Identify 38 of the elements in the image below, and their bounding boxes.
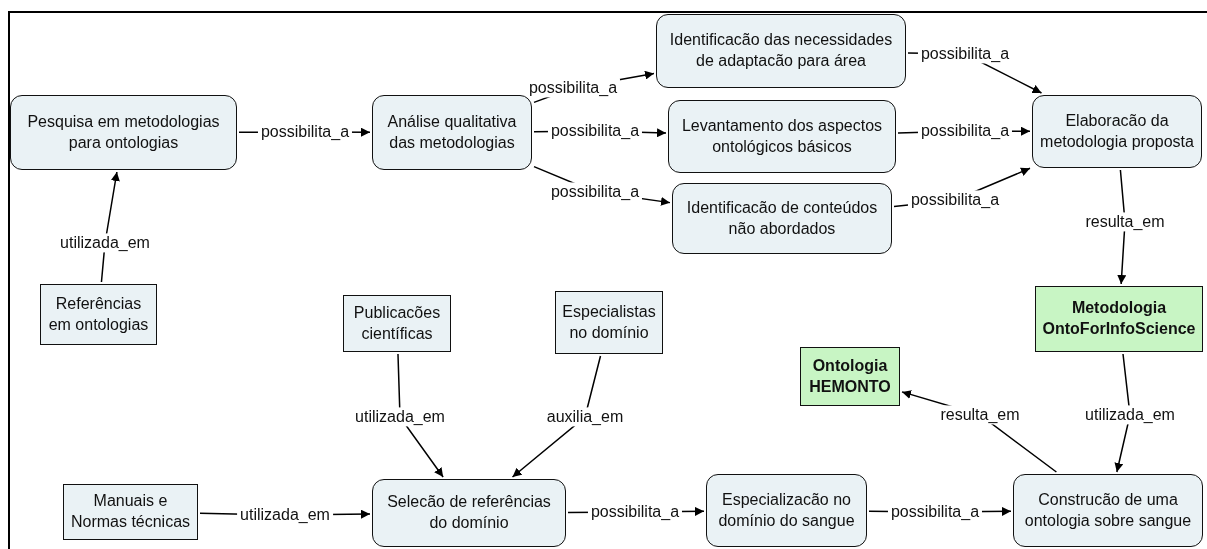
edge-label: possibilita_a — [887, 502, 983, 522]
edge-label: possibilita_a — [587, 502, 683, 522]
highlight-box — [800, 347, 900, 406]
edge-label: possibilita_a — [907, 190, 1003, 210]
concept-text: Publicacões científicas — [352, 302, 442, 344]
concept-box — [343, 295, 451, 352]
concept-box — [672, 183, 892, 254]
concept-text: Selecão de referências do domínio — [386, 492, 552, 533]
edge-label: possibilita_a — [257, 122, 353, 142]
concept-text: Identificacão das necessidades de adaptacão para área — [668, 30, 894, 71]
concept-text: Manuais e Normas técnicas — [70, 491, 191, 532]
concept-text: Especialistas no domínio — [562, 301, 656, 343]
concept-text: Especializacão no domínio do sangue — [717, 489, 856, 531]
concept-text: Ontologia HEMONTO — [808, 355, 892, 397]
concept-box — [555, 291, 663, 354]
concept-box — [372, 479, 566, 547]
concept-text: Construcão de uma ontologia sobre sangue — [1023, 489, 1193, 531]
concept-text: Elaboracão da metodologia proposta — [1039, 110, 1195, 152]
concept-text: Análise qualitativa das metodologias — [386, 111, 518, 153]
concept-box — [1032, 95, 1202, 168]
highlight-box — [1035, 286, 1203, 352]
edge-label: utilizada_em — [237, 505, 333, 525]
concept-box — [656, 14, 906, 88]
edge-label: possibilita_a — [917, 121, 1013, 141]
concept-box — [10, 95, 237, 170]
concept-box — [63, 484, 198, 540]
concept-text: Identificacão de conteúdos não abordados — [685, 197, 879, 239]
concept-box — [668, 100, 896, 173]
edge-label: possibilita_a — [917, 44, 1013, 64]
concept-text: Metodologia OntoForInfoScience — [1042, 298, 1196, 339]
concept-box — [1013, 474, 1203, 547]
concept-text: Pesquisa em metodologias para ontologias — [26, 111, 221, 153]
concept-text: Levantamento dos aspectos ontológicos básicos — [680, 115, 884, 157]
concept-box — [40, 284, 157, 345]
concept-text: Referências em ontologias — [47, 293, 150, 335]
concept-box — [706, 474, 867, 547]
concept-box — [372, 95, 532, 170]
edge-label: possibilita_a — [547, 121, 643, 141]
